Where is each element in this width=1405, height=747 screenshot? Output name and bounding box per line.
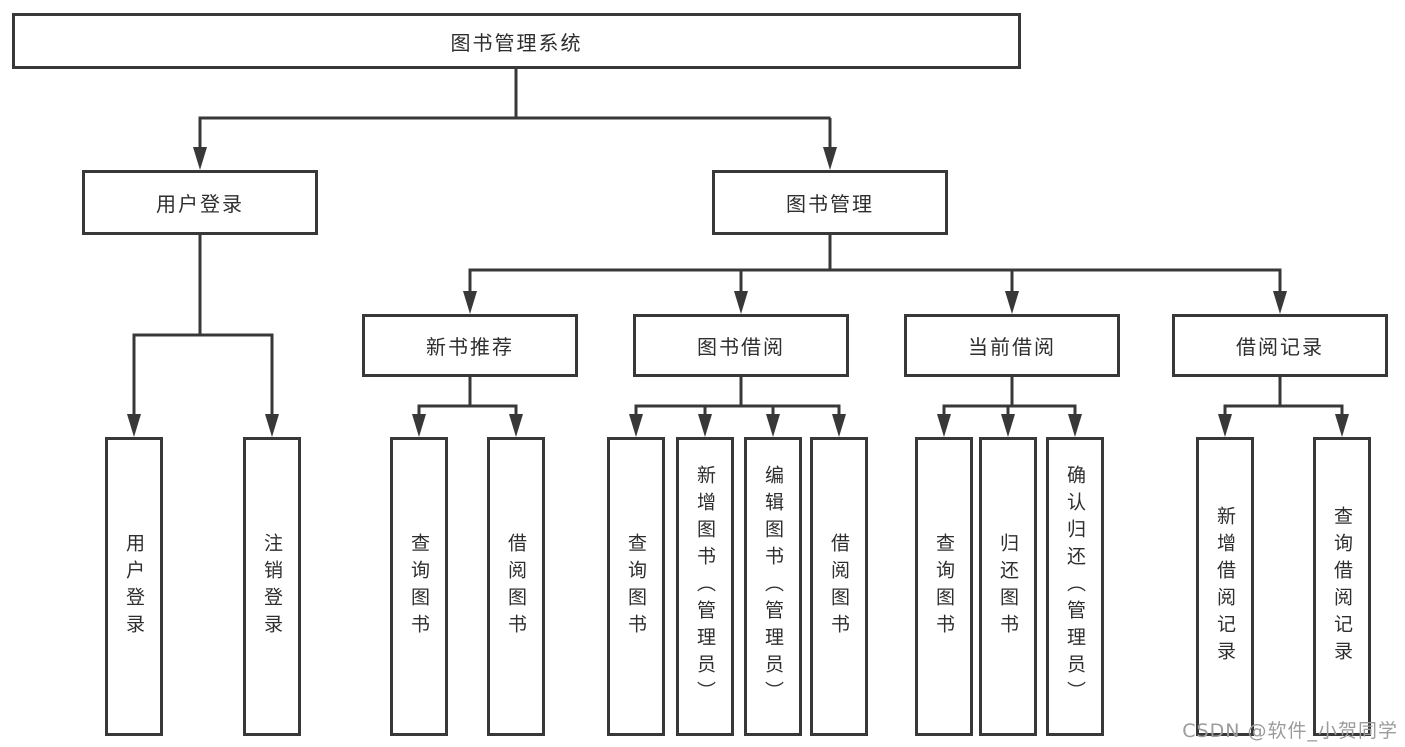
leaf-query-books-borrow: 查询图书 — [607, 437, 665, 736]
leaf-query-borrow-record: 查询借阅记录 — [1313, 437, 1371, 736]
leaf-confirm-return-admin: 确认归还（管理员） — [1046, 437, 1104, 736]
node-book-borrow: 图书借阅 — [633, 314, 849, 377]
leaf-user-login: 用户登录 — [105, 437, 163, 736]
leaf-query-books-current: 查询图书 — [915, 437, 973, 736]
node-new-book-recommend: 新书推荐 — [362, 314, 578, 377]
watermark: CSDN @软件_小贺同学 — [1182, 720, 1398, 742]
node-root: 图书管理系统 — [12, 13, 1021, 69]
node-user-login: 用户登录 — [82, 170, 318, 235]
leaf-borrow-books: 借阅图书 — [810, 437, 868, 736]
leaf-add-borrow-record: 新增借阅记录 — [1196, 437, 1254, 736]
leaf-edit-book-admin: 编辑图书（管理员） — [744, 437, 802, 736]
node-current-borrow: 当前借阅 — [904, 314, 1120, 377]
leaf-add-book-admin: 新增图书（管理员） — [676, 437, 734, 736]
leaf-borrow-books-recommend: 借阅图书 — [487, 437, 545, 736]
leaf-logout-login: 注销登录 — [243, 437, 301, 736]
leaf-return-book: 归还图书 — [979, 437, 1037, 736]
leaf-query-books-recommend: 查询图书 — [390, 437, 448, 736]
node-book-management: 图书管理 — [712, 170, 948, 235]
node-borrow-records: 借阅记录 — [1172, 314, 1388, 377]
